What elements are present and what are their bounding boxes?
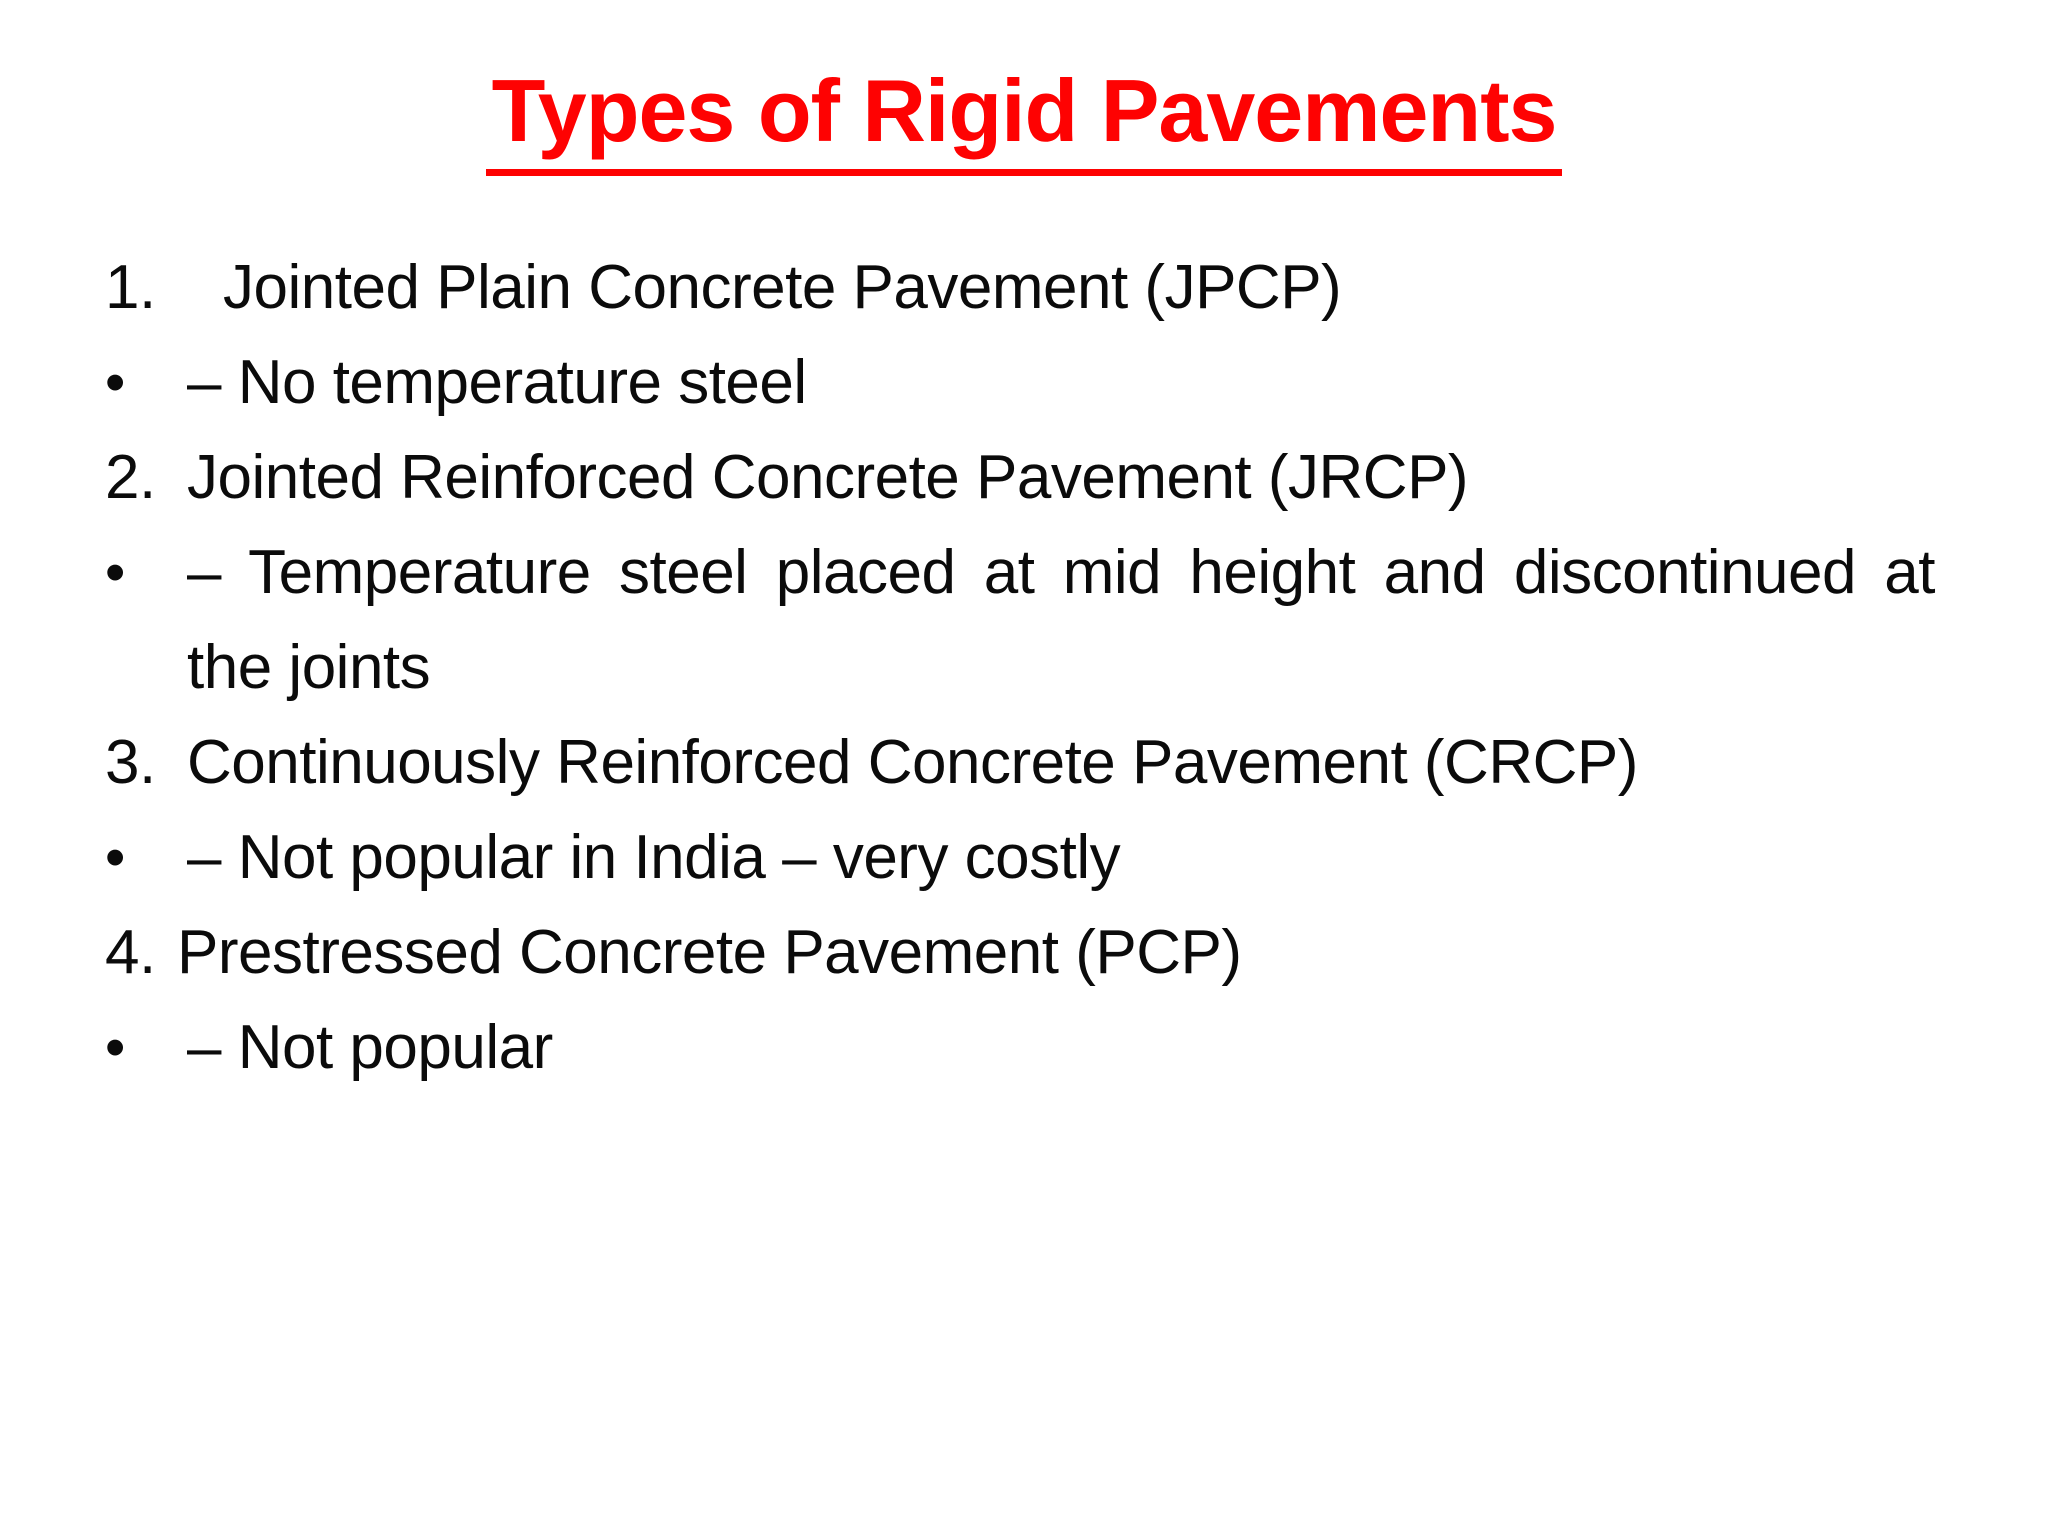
bullet-icon: • (105, 349, 125, 415)
list-item-numbered: 3. Continuously Reinforced Concrete Pave… (105, 715, 1935, 810)
slide-title: Types of Rigid Pavements (485, 61, 1563, 176)
list-item-numbered: 4. Prestressed Concrete Pavement (PCP) (105, 905, 1935, 1000)
item-text-line1: – Temperature steel placed at mid height… (187, 537, 1936, 607)
item-text: Continuously Reinforced Concrete Pavemen… (187, 727, 1638, 797)
list-item-numbered: 2. Jointed Reinforced Concrete Pavement … (105, 430, 1935, 525)
list-item-bullet: • – No temperature steel (105, 335, 1935, 430)
slide-body-list: 1. Jointed Plain Concrete Pavement (JPCP… (0, 240, 2048, 1095)
item-text-line2: the joints (187, 632, 431, 702)
item-text: – Not popular in India – very costly (187, 822, 1121, 892)
item-number: 2. (105, 442, 156, 512)
list-item-bullet: • – Temperature steel placed at mid heig… (105, 525, 1936, 715)
bullet-icon: • (105, 1014, 125, 1080)
bullet-icon: • (105, 539, 125, 605)
item-text: Jointed Plain Concrete Pavement (JPCP) (223, 252, 1342, 322)
item-text: Prestressed Concrete Pavement (PCP) (177, 917, 1242, 987)
slide-title-wrap: Types of Rigid Pavements (0, 61, 2048, 176)
bullet-icon: • (105, 824, 125, 890)
item-text: – Temperature steel placed at mid height… (187, 525, 1936, 715)
item-text: – Not popular (187, 1012, 553, 1082)
list-item-numbered: 1. Jointed Plain Concrete Pavement (JPCP… (105, 240, 1935, 335)
item-text: Jointed Reinforced Concrete Pavement (JR… (187, 442, 1469, 512)
item-text: – No temperature steel (187, 347, 807, 417)
list-item-bullet: • – Not popular in India – very costly (105, 810, 1935, 905)
item-number: 1. (105, 252, 156, 322)
list-item-bullet: • – Not popular (105, 1000, 1935, 1095)
item-number: 4. (105, 917, 156, 987)
item-number: 3. (105, 727, 156, 797)
